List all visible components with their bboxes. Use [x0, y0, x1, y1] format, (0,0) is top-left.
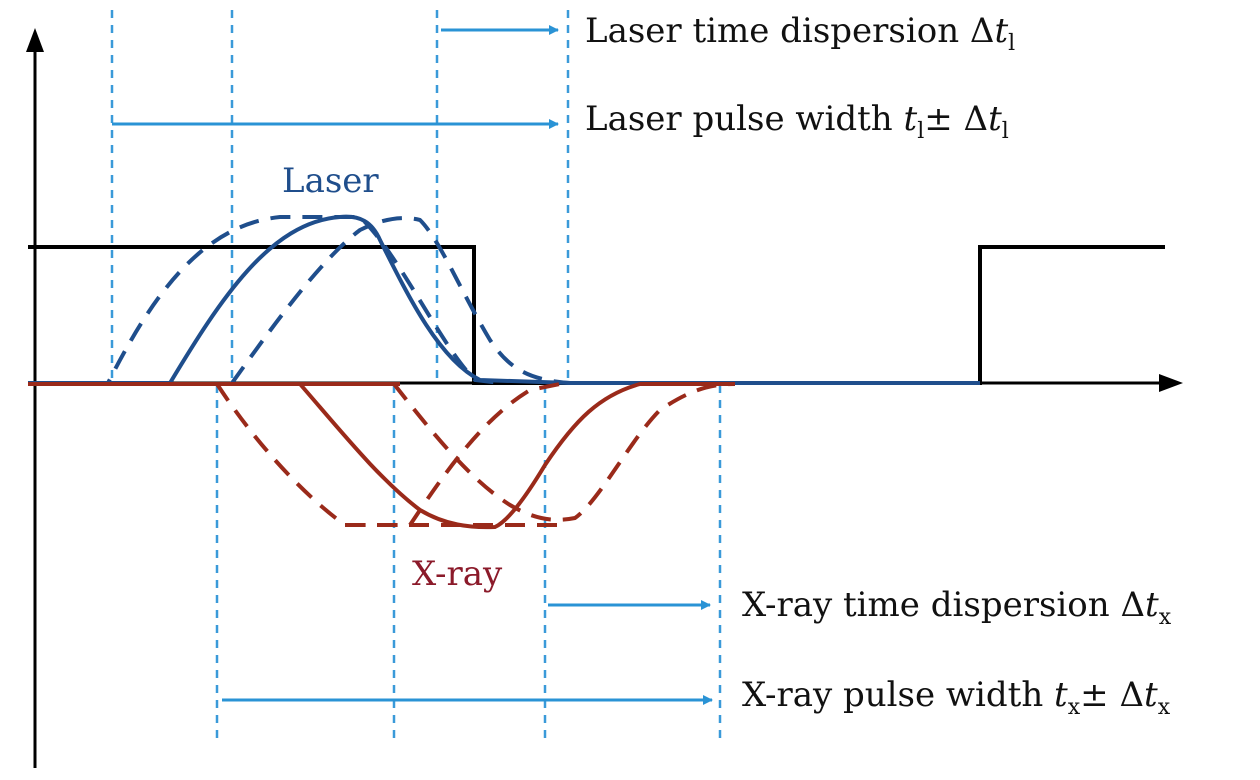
xray-pulse-late-dashed [392, 382, 736, 522]
laser-time-dispersion-label: Laser time dispersion Δtl [585, 11, 1015, 56]
laser-pulse-early-dashed [28, 215, 501, 385]
laser-pulse-late-dashed [230, 216, 571, 385]
xray-pulse-width-label: X-ray pulse width tx± Δtx [742, 675, 1171, 720]
x-axis-arrowhead-icon [1159, 374, 1183, 392]
xray-time-dispersion-label: X-ray time dispersion Δtx [742, 585, 1172, 630]
xray-curve-label: X-ray [412, 554, 503, 594]
xray-pulse-solid [298, 382, 730, 530]
laser-curve-label: Laser [282, 161, 379, 201]
laser-pulses [28, 214, 980, 385]
y-axis-arrowhead-icon [26, 28, 44, 52]
xray-pulses [28, 382, 736, 530]
measurement-arrows [112, 25, 713, 705]
laser-pulse-solid [28, 214, 980, 385]
laser-pulse-width-label: Laser pulse width tl± Δtl [585, 99, 1009, 144]
guide-lines [110, 10, 722, 745]
gate-pulse [28, 245, 1165, 385]
